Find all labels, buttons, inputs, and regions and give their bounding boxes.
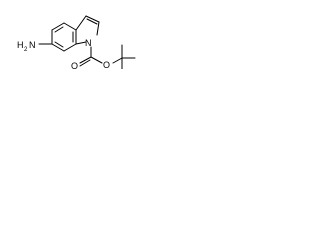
amine-h-count-label: 2 (24, 47, 28, 53)
bond-c7a-c7 (63, 43, 77, 52)
bond-c7-c6-inner (54, 41, 64, 48)
benzene-ring (51, 22, 77, 52)
bond-c5-c4 (51, 22, 65, 31)
amine-n-label: N (29, 40, 36, 50)
ester-o-label: O (103, 60, 110, 69)
ring-n-label: N (85, 38, 92, 48)
bond-c2-n1 (96, 21, 100, 36)
bond-carbonyl-c-o-double-2 (79, 59, 91, 67)
bond-carbonyl-c-o-double-1 (79, 56, 92, 64)
bond-c3-c2-inner (86, 18, 98, 25)
bond-carbonyl-c-ester-o (90, 56, 103, 64)
bond-c5-c4-inner (54, 26, 64, 33)
amine-label: H 2 N (17, 40, 36, 53)
bond-ester-o-tbu-c (112, 57, 123, 64)
pyrrole-ring (75, 15, 100, 45)
amine-h-label: H (17, 40, 24, 50)
carbonyl-o-label: O (71, 61, 78, 69)
bond-n1-c7a (75, 41, 87, 45)
bond-c7-c6 (51, 43, 65, 52)
bond-c3-c2 (85, 15, 100, 23)
molecule-structure-diagram: H 2 N N O O (17, 15, 136, 69)
bond-c3a-c3 (75, 15, 87, 31)
bond-c4-c3a (63, 22, 77, 31)
boc-group (79, 44, 136, 69)
